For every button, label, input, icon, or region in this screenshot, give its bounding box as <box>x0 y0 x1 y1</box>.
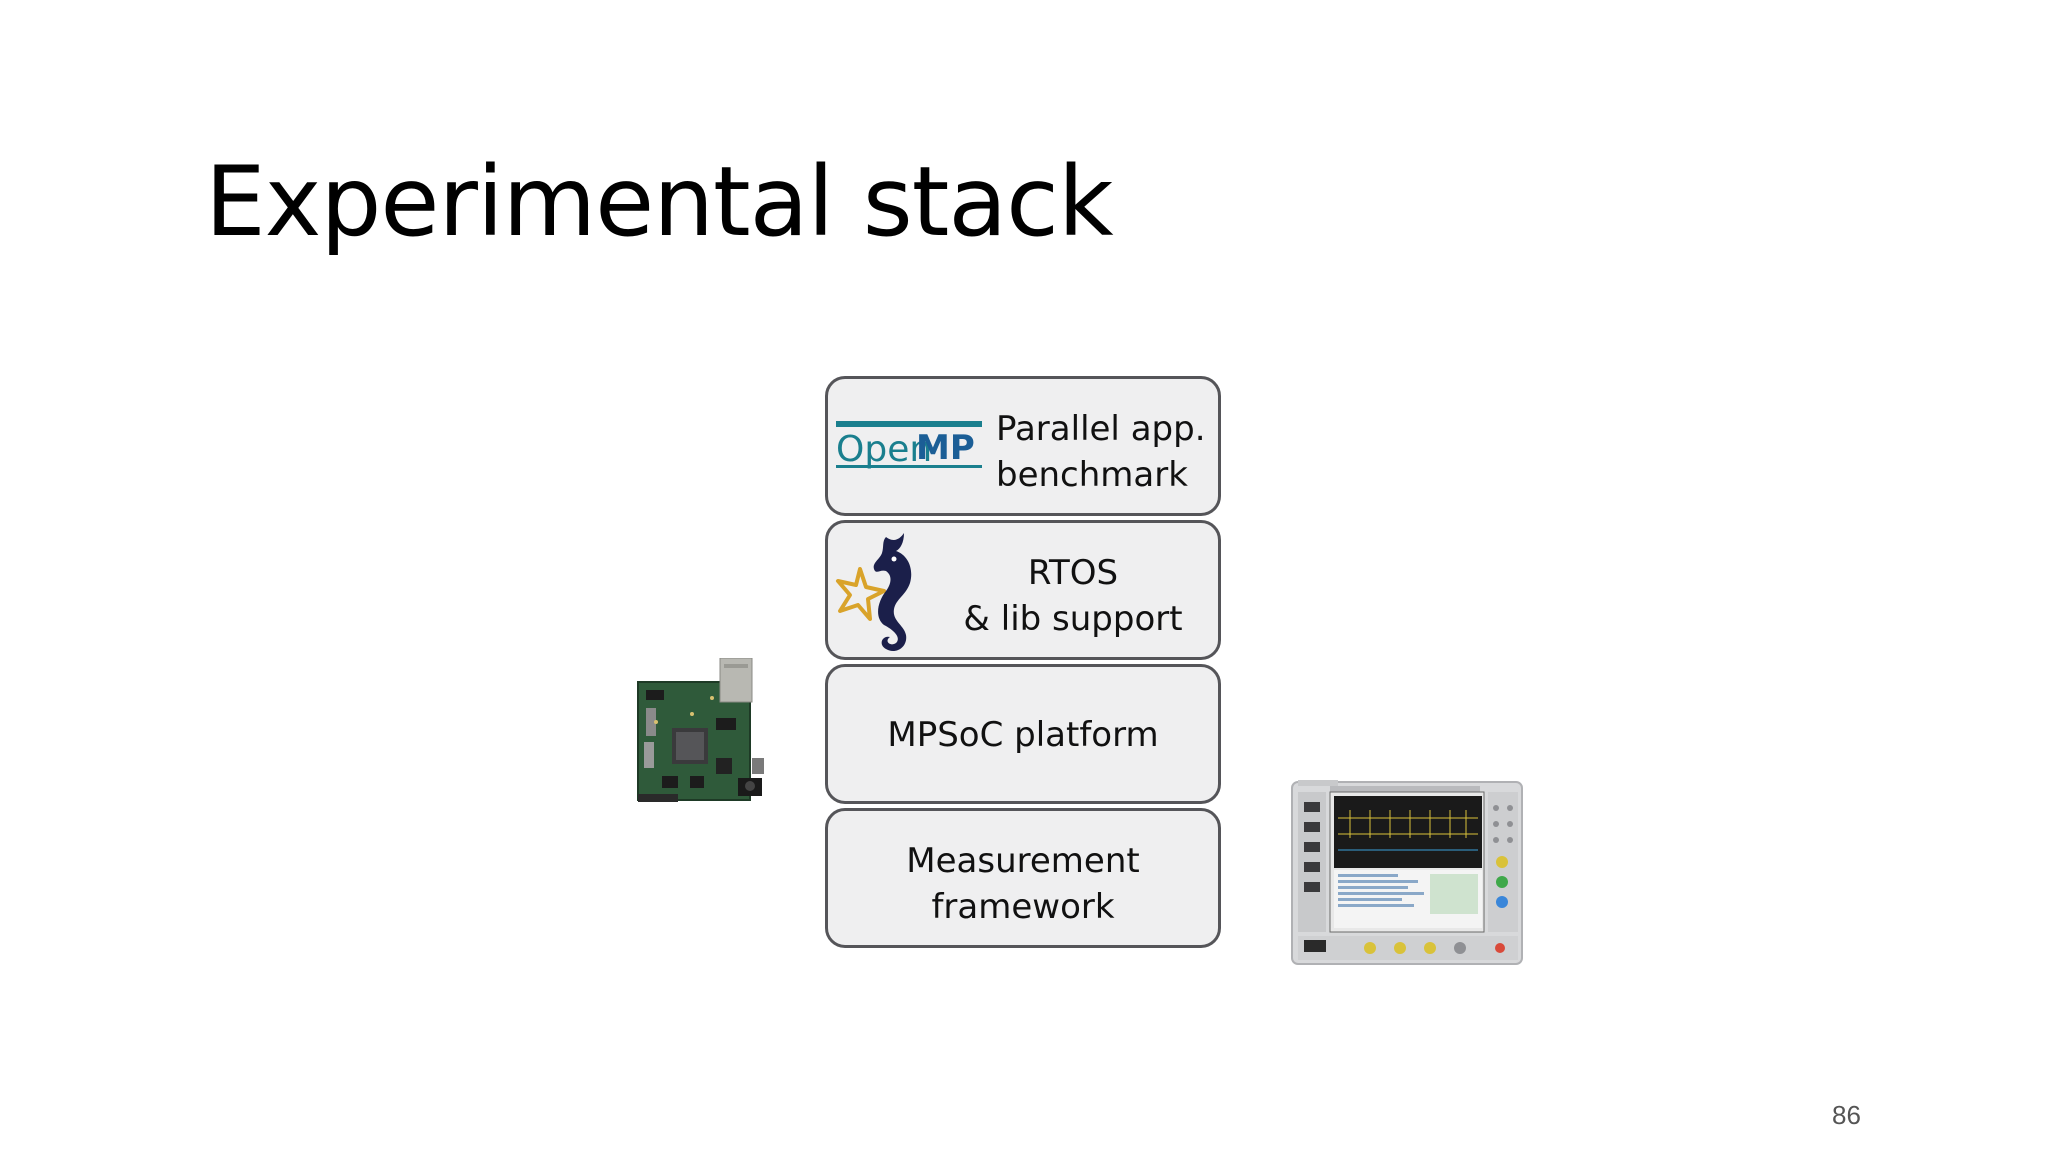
openmp-logo: Open MP <box>836 421 982 470</box>
oscilloscope-image <box>1291 780 1523 965</box>
mpsoc-label: MPSoC platform <box>887 715 1159 755</box>
benchmark-label-line1: Parallel app. <box>996 409 1206 449</box>
openmp-logo-text-mp: MP <box>916 428 975 468</box>
measurement-label-line1: Measurement <box>906 841 1140 881</box>
measurement-label-line2: framework <box>931 887 1115 927</box>
rtos-label: RTOS & lib support <box>938 550 1208 642</box>
rtos-label-line1: RTOS <box>1027 553 1119 593</box>
stack-layer-benchmark: Open MP Parallel app. benchmark <box>825 376 1221 516</box>
measurement-label: Measurement framework <box>828 838 1218 930</box>
slide-title: Experimental stack <box>205 146 1114 258</box>
stack-layer-rtos: RTOS & lib support <box>825 520 1221 660</box>
stack-layer-mpsoc: MPSoC platform <box>825 664 1221 804</box>
page-number: 86 <box>1832 1100 1861 1130</box>
benchmark-label-line2: benchmark <box>996 455 1188 495</box>
fpga-board-image <box>637 658 764 802</box>
openmp-logo-text-open: Open <box>836 429 932 470</box>
benchmark-label: Parallel app. benchmark <box>996 406 1206 498</box>
seahorse-logo-icon <box>836 533 912 652</box>
rtos-label-line2: & lib support <box>963 599 1183 639</box>
stack-layer-measurement: Measurement framework <box>825 808 1221 948</box>
